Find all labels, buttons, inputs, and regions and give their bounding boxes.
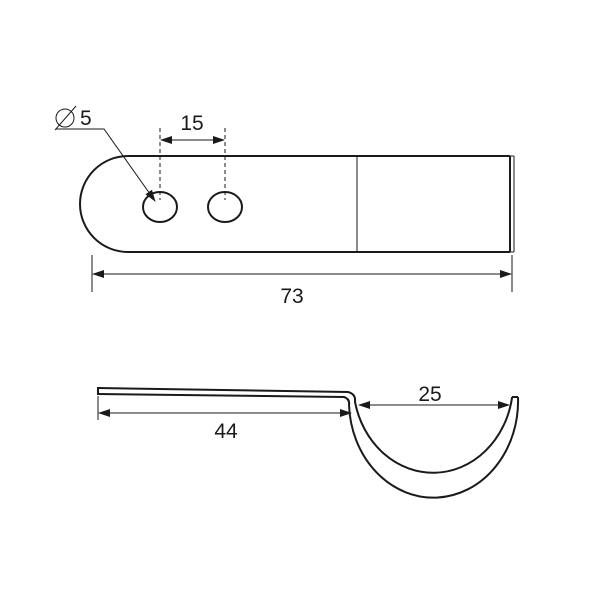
hole-right	[207, 191, 243, 223]
diameter-icon	[54, 105, 77, 131]
side-view: 44 25	[97, 383, 520, 499]
hole-left	[142, 191, 178, 223]
flat-length-label: 44	[214, 420, 238, 443]
hole-diameter-leader	[56, 128, 156, 202]
profile-outer	[97, 387, 513, 474]
overall-length-label: 73	[280, 285, 303, 308]
hole-spacing-label: 15	[180, 112, 203, 135]
top-view: 15 5 73	[54, 105, 515, 308]
plate-outline	[79, 155, 510, 253]
profile-inner	[97, 393, 520, 499]
curve-width-label: 25	[418, 383, 441, 406]
hole-diameter-label: 5	[80, 107, 92, 130]
